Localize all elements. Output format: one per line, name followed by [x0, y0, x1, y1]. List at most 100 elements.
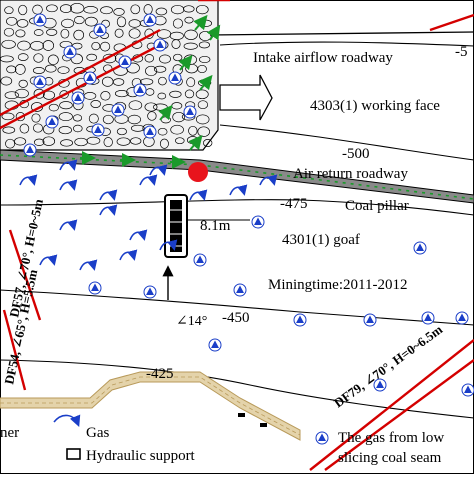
rubble-stone: [127, 114, 141, 125]
gas-flow-arrow-icon: [79, 259, 98, 271]
rubble-stone: [33, 29, 44, 36]
rubble-stone: [57, 66, 70, 74]
rubble-stone: [153, 65, 167, 73]
airflow-arrow-icon: [158, 104, 173, 121]
rubble-stone: [3, 27, 15, 37]
legend-gas-label: Gas: [86, 425, 109, 441]
legend-lower-gas-line1: The gas from low: [338, 430, 444, 446]
rubble-stone: [42, 90, 56, 100]
rubble-stone: [195, 4, 209, 15]
gas-flow-arrow-icon: [229, 184, 248, 196]
gas-source-icon: [143, 13, 157, 27]
intake-label: Intake airflow roadway: [253, 50, 393, 66]
rubble-stone: [145, 65, 158, 77]
rubble-stone: [169, 90, 182, 98]
gas-source-icon: [83, 71, 97, 85]
air-return-label: Air return roadway: [293, 166, 408, 182]
rubble-stone: [69, 2, 85, 14]
working-face-label: 4303(1) working face: [310, 98, 440, 114]
gas-source-icon: [88, 281, 102, 295]
rubble-stone: [88, 113, 99, 124]
contour-475-label: -475: [280, 196, 308, 212]
gas-flow-arrows: [19, 14, 278, 271]
rubble-stone: [83, 6, 98, 14]
gas-source-icon: [91, 123, 105, 137]
gas-source-icon: [45, 115, 59, 129]
rubble-stone: [1, 39, 16, 49]
rubble-stone: [100, 6, 113, 15]
rubble-stone: [73, 16, 85, 25]
rubble-stone: [59, 4, 73, 13]
rubble-stone: [86, 136, 101, 145]
gas-flow-arrow-icon: [119, 249, 138, 261]
rubble-stone: [84, 16, 98, 27]
rubble-stone: [33, 138, 45, 146]
gas-source-icon: [461, 383, 474, 397]
rubble-stone: [45, 64, 57, 73]
gas-flow-arrow-icon: [59, 159, 78, 171]
rubble-stone: [172, 18, 184, 29]
rubble-stone: [6, 16, 18, 26]
gas-source-icon: [111, 103, 125, 117]
rubble-stone: [197, 100, 209, 110]
rubble-stone: [72, 114, 83, 122]
gas-flow-arrow-icon: [159, 239, 178, 251]
rubble-stone: [203, 139, 213, 147]
airflow-arrow-icon: [198, 74, 213, 91]
gas-source-icon: [63, 45, 77, 59]
rubble-stone: [42, 40, 55, 51]
rubble-stone: [46, 28, 58, 36]
hydraulic-support-legend-icon: [66, 448, 81, 460]
rubble-stone: [30, 41, 44, 51]
rubble-stone: [59, 101, 73, 110]
gas-source-icon: [133, 83, 147, 97]
legend-support-label: Hydraulic support: [86, 448, 196, 464]
gas-source-icon: [33, 75, 47, 89]
airflow-arrow-icon: [206, 24, 221, 41]
rubble-stone: [114, 28, 124, 38]
gas-flow-legend-icon: [53, 414, 81, 427]
rubble-stone: [19, 123, 30, 134]
rubble-stone: [172, 111, 186, 123]
rubble-stone: [186, 77, 196, 88]
rubble-stone: [59, 90, 69, 99]
rubble-stone: [199, 55, 211, 64]
rubble-stone: [73, 124, 83, 133]
legend: ner Gas Hydraulic support The gas from l…: [0, 414, 444, 466]
rubble-stone: [116, 127, 127, 136]
gas-source-icon: [93, 23, 107, 37]
rubble-stone: [48, 103, 59, 112]
rubble-stone: [14, 88, 29, 99]
gas-source-icon: [193, 253, 207, 267]
mining-time-label: Miningtime:2011-2012: [268, 277, 407, 293]
top-contour-label: -5: [455, 44, 468, 60]
contour-500-label: -500: [342, 146, 370, 162]
rubble-stone: [42, 136, 56, 146]
rubble-stone: [157, 127, 168, 136]
rubble-stone: [158, 76, 167, 86]
gas-outburst-point: [188, 162, 208, 182]
gas-source-icon: [168, 71, 182, 85]
distance-label: 8.1m: [200, 218, 231, 234]
rubble-stone: [32, 67, 45, 74]
rubble-stone: [197, 64, 207, 74]
legend-partial-label: ner: [0, 425, 19, 441]
rubble-stone: [91, 41, 101, 51]
gas-source-icon: [143, 125, 157, 139]
gas-flow-arrow-icon: [19, 174, 38, 186]
rubble-stone: [15, 112, 26, 122]
rubble-stone: [14, 137, 27, 146]
gas-source-icon: [183, 105, 197, 119]
gas-source-icon: [233, 283, 247, 297]
rubble-stone: [171, 39, 181, 49]
airflow-arrow-icon: [188, 134, 203, 151]
rubble-stone: [175, 137, 185, 145]
gas-source-icon: [455, 311, 469, 325]
rubble-stone: [112, 78, 125, 86]
advance-direction-arrow: [219, 74, 273, 121]
rubble-stone: [184, 89, 195, 99]
gas-flow-arrow-icon: [99, 204, 118, 216]
